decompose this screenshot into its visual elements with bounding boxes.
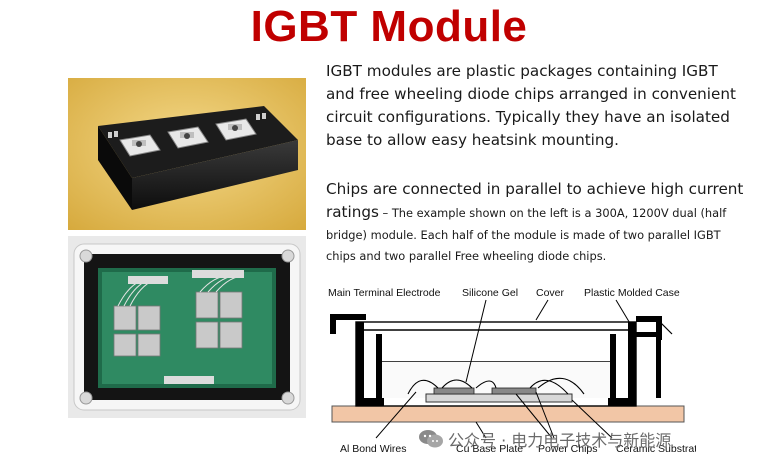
watermark: 公众号 · 电力电子技术与新能源 bbox=[418, 428, 671, 450]
parallel-chips-detail: – The example shown on the left is a 300… bbox=[326, 206, 727, 263]
power-chip-1 bbox=[433, 387, 475, 395]
parallel-chips-paragraph: Chips are connected in parallel to achie… bbox=[326, 178, 746, 266]
label-bond-wires: Al Bond Wires bbox=[340, 443, 407, 455]
label-silicone-gel: Silicone Gel bbox=[462, 287, 518, 299]
parallel-chips-lead: Chips are connected in parallel to achie… bbox=[326, 180, 744, 221]
label-base-plate: Cu Base Plate bbox=[456, 443, 523, 455]
watermark-text: 公众号 · 电力电子技术与新能源 bbox=[448, 431, 672, 450]
slide-title: IGBT Module bbox=[250, 2, 528, 51]
module-exterior-photo bbox=[68, 78, 306, 230]
label-power-chips: Power Chips bbox=[538, 443, 598, 455]
al-bond-wires bbox=[407, 377, 585, 395]
label-cover: Cover bbox=[536, 287, 565, 299]
cu-base-plate bbox=[331, 405, 685, 423]
module-cross-section-diagram: Main Terminal Electrode Silicone Gel Cov… bbox=[316, 282, 703, 462]
power-chip-2 bbox=[491, 387, 537, 395]
label-plastic-case: Plastic Molded Case bbox=[584, 287, 680, 299]
label-main-terminal: Main Terminal Electrode bbox=[328, 287, 441, 299]
label-ceramic: Ceramic Substrate bbox=[616, 443, 696, 455]
module-interior-photo bbox=[68, 236, 306, 418]
description-paragraph: IGBT modules are plastic packages contai… bbox=[326, 62, 736, 149]
ceramic-substrate bbox=[425, 393, 573, 403]
wechat-icon bbox=[419, 430, 443, 448]
